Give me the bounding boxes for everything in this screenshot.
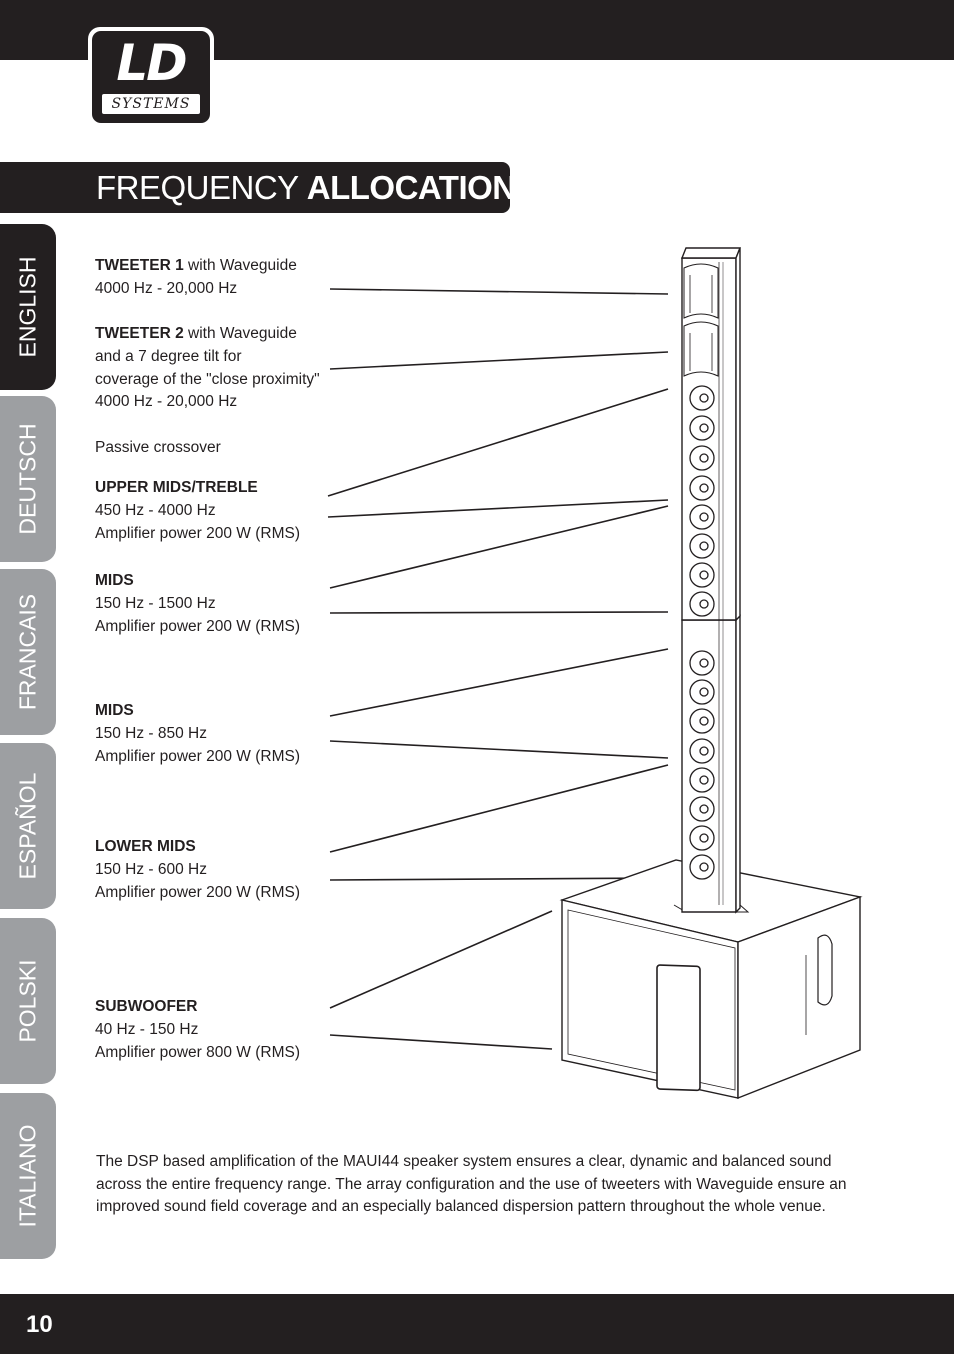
tab-deutsch[interactable]: DEUTSCH — [0, 396, 56, 562]
description-paragraph: The DSP based amplification of the MAUI4… — [96, 1153, 847, 1215]
spec-name-suffix: with Waveguide — [183, 325, 297, 342]
driver-circles — [689, 385, 715, 880]
spec-line: coverage of the "close proximity" — [95, 370, 320, 388]
spec-range: 4000 Hz - 20,000 Hz — [95, 279, 238, 297]
spec-power: Amplifier power 800 W (RMS) — [95, 1043, 300, 1061]
spec-range: 40 Hz - 150 Hz — [95, 1020, 199, 1038]
spec-mids-2: MIDS 150 Hz - 850 Hz Amplifier power 200… — [95, 700, 300, 768]
leader-lines — [327, 288, 669, 1050]
logo-subtitle: SYSTEMS — [102, 94, 200, 114]
page-number: 10 — [26, 1311, 53, 1338]
spec-lower-mids: LOWER MIDS 150 Hz - 600 Hz Amplifier pow… — [95, 836, 300, 904]
tab-italiano[interactable]: ITALIANO — [0, 1093, 56, 1259]
spec-crossover: Passive crossover — [95, 437, 221, 460]
crossover-note: Passive crossover — [95, 439, 221, 456]
page-title: FREQUENCY ALLOCATION: — [96, 168, 525, 208]
spec-range: 150 Hz - 1500 Hz — [95, 594, 216, 612]
title-light: FREQUENCY — [96, 169, 307, 206]
title-bold: ALLOCATION — [306, 169, 516, 206]
spec-name: TWEETER 1 — [95, 257, 184, 274]
spec-subwoofer: SUBWOOFER 40 Hz - 150 Hz Amplifier power… — [95, 996, 300, 1064]
title-banner — [0, 162, 510, 213]
footer-bar — [0, 1294, 954, 1354]
spec-upper-mids: UPPER MIDS/TREBLE 450 Hz - 4000 Hz Ampli… — [95, 477, 300, 545]
ld-systems-logo: LD SYSTEMS — [88, 27, 214, 127]
spec-mids-1: MIDS 150 Hz - 1500 Hz Amplifier power 20… — [95, 570, 300, 638]
tab-polski[interactable]: POLSKI — [0, 918, 56, 1084]
spec-name: TWEETER 2 — [95, 325, 184, 342]
spec-power: Amplifier power 200 W (RMS) — [95, 524, 300, 542]
spec-tweeter-2: TWEETER 2 with Waveguide and a 7 degree … — [95, 323, 320, 414]
spec-range: 4000 Hz - 20,000 Hz — [95, 393, 238, 411]
title-colon: : — [515, 169, 525, 206]
spec-range: 450 Hz - 4000 Hz — [95, 501, 216, 519]
tab-english[interactable]: ENGLISH — [0, 224, 56, 390]
spec-name-suffix: with Waveguide — [183, 257, 297, 274]
spec-power: Amplifier power 200 W (RMS) — [95, 617, 300, 635]
spec-name: MIDS — [95, 702, 134, 719]
spec-line: and a 7 degree tilt for — [95, 347, 242, 365]
spec-name: LOWER MIDS — [95, 838, 196, 855]
spec-range: 150 Hz - 600 Hz — [95, 860, 207, 878]
spec-range: 150 Hz - 850 Hz — [95, 724, 207, 742]
spec-power: Amplifier power 200 W (RMS) — [95, 883, 300, 901]
logo-wordmark: LD — [116, 34, 187, 92]
spec-name: MIDS — [95, 572, 134, 589]
spec-tweeter-1: TWEETER 1 with Waveguide 4000 Hz - 20,00… — [95, 255, 297, 301]
spec-name: UPPER MIDS/TREBLE — [95, 479, 258, 496]
spec-name: SUBWOOFER — [95, 998, 198, 1015]
tab-espanol[interactable]: ESPAÑOL — [0, 743, 56, 909]
spec-power: Amplifier power 200 W (RMS) — [95, 747, 300, 765]
tab-francais[interactable]: FRANCAIS — [0, 569, 56, 735]
